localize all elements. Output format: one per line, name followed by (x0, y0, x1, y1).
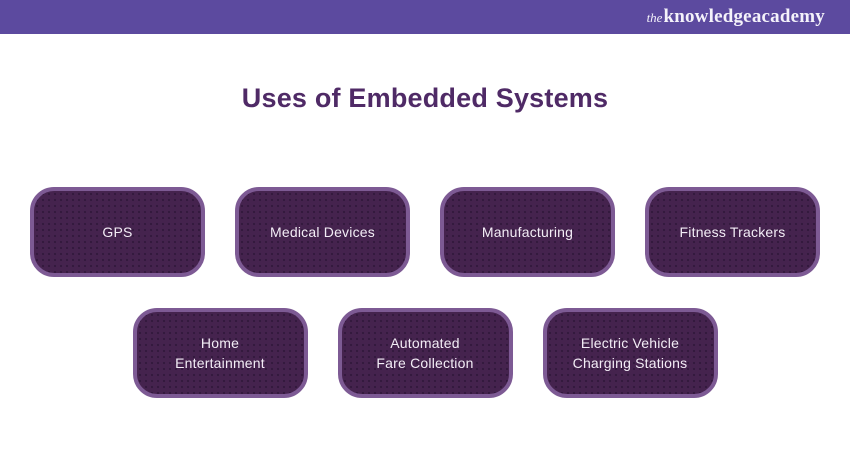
brand-logo-knowledge: knowledge (663, 6, 752, 27)
use-box-fitness-trackers: Fitness Trackers (645, 187, 820, 277)
uses-row-2: Home Entertainment Automated Fare Collec… (0, 308, 850, 398)
use-box-label: Electric Vehicle Charging Stations (572, 335, 688, 371)
use-box-label: Home Entertainment (175, 335, 265, 371)
use-box-manufacturing: Manufacturing (440, 187, 615, 277)
use-box-label: Medical Devices (270, 224, 375, 240)
use-box-label: Automated Fare Collection (376, 335, 474, 371)
uses-row-1: GPS Medical Devices Manufacturing Fitnes… (0, 187, 850, 277)
use-box-ev-charging-stations: Electric Vehicle Charging Stations (542, 308, 718, 398)
use-box-home-entertainment: Home Entertainment (132, 308, 308, 398)
use-box-label: Fitness Trackers (679, 224, 786, 240)
use-box-automated-fare-collection: Automated Fare Collection (337, 308, 513, 398)
use-box-medical-devices: Medical Devices (235, 187, 410, 277)
brand-logo-academy: academy (751, 6, 825, 27)
brand-logo-the: the (646, 10, 663, 25)
use-box-label: GPS (102, 224, 133, 240)
use-box-label: Manufacturing (481, 224, 574, 240)
use-box-gps: GPS (30, 187, 205, 277)
page-title: Uses of Embedded Systems (241, 83, 609, 113)
